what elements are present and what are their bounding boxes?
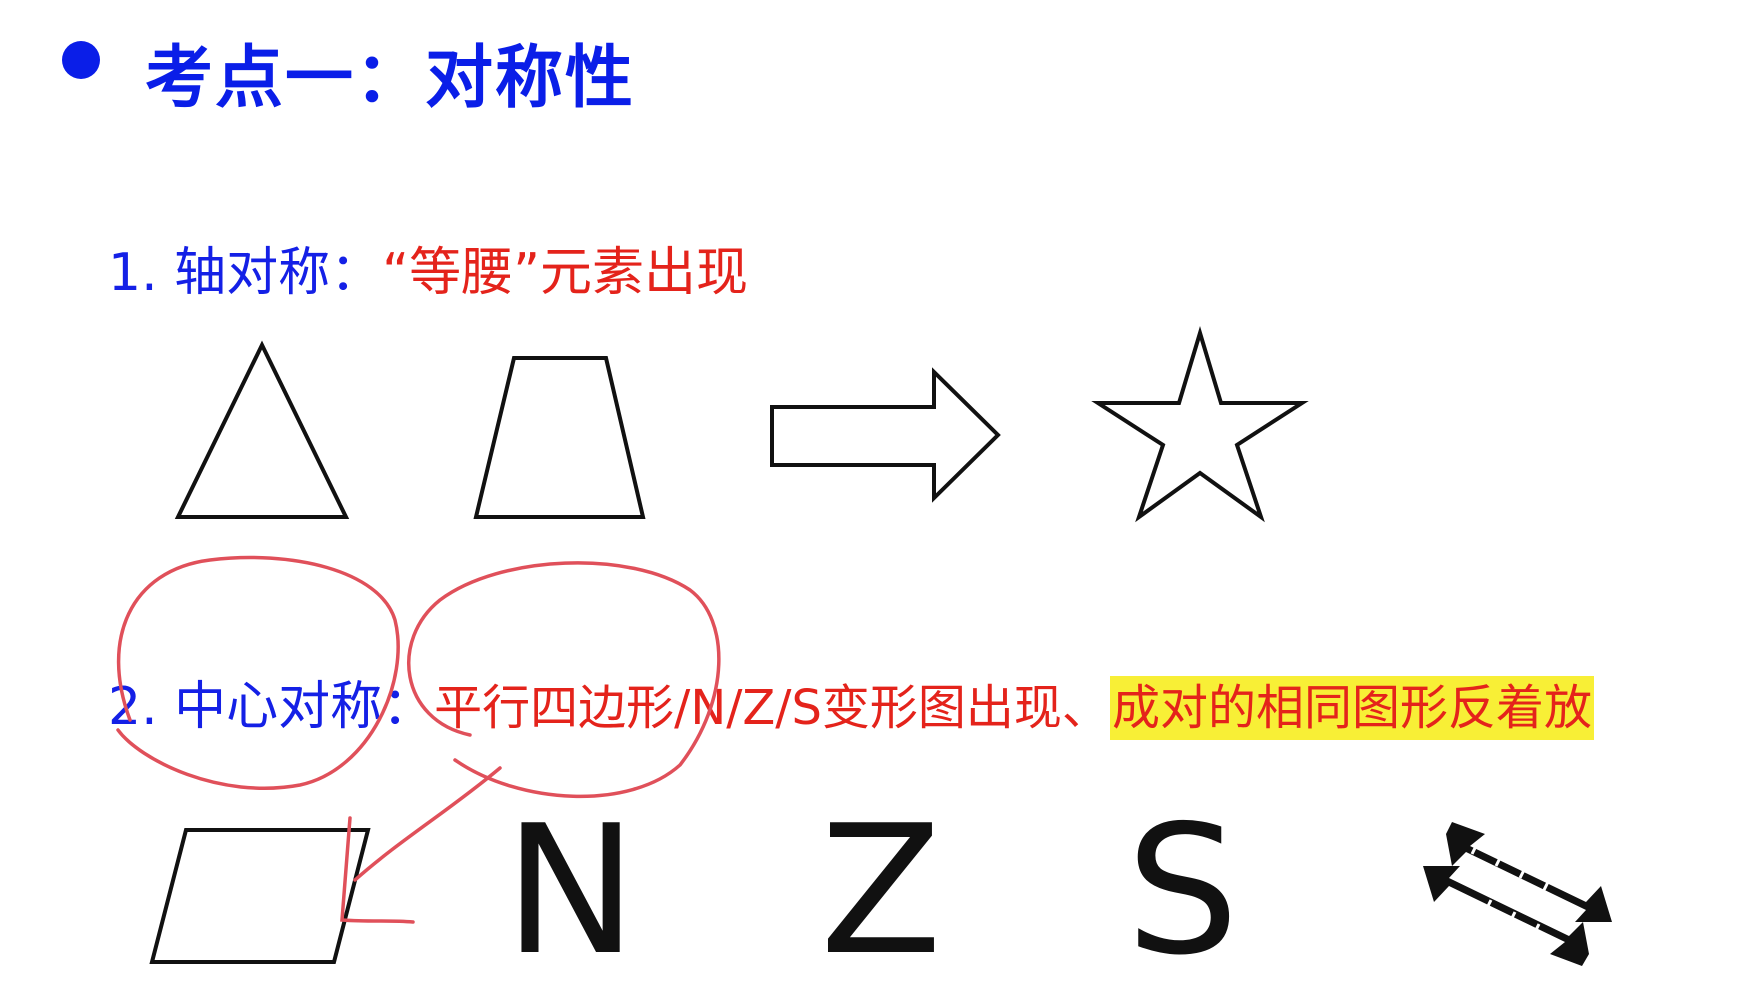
- page-title: 考点一：对称性: [145, 39, 636, 118]
- highlighted-clue: 成对的相同图形反着放: [1109, 676, 1594, 740]
- double-arrow-icon: [1423, 822, 1612, 966]
- annotation-marks: [116, 555, 721, 924]
- central-symmetry-clue: 平行四边形/N/Z/S变形图出现、: [434, 680, 1110, 736]
- parallelogram-icon: [149, 828, 371, 964]
- central-symmetry-label: 2. 中心对称：: [108, 677, 435, 737]
- axis-symmetry-clue: “等腰”元素出现: [382, 243, 749, 303]
- axis-symmetry-label: 1. 轴对称：: [108, 243, 383, 303]
- bullet-dot: [62, 41, 100, 79]
- axis-symmetry-line: 1. 轴对称：“等腰”元素出现: [108, 230, 748, 305]
- letter-n: N: [504, 787, 638, 994]
- star-icon: [1091, 326, 1309, 523]
- right-arrow-icon: [770, 367, 1001, 503]
- trapezoid-icon: [473, 356, 646, 519]
- letter-z: Z: [820, 787, 942, 994]
- letter-s: S: [1126, 787, 1239, 994]
- triangle-icon: [174, 340, 350, 519]
- central-symmetry-line: 2. 中心对称：平行四边形/N/Z/S变形图出现、成对的相同图形反着放: [108, 664, 1594, 740]
